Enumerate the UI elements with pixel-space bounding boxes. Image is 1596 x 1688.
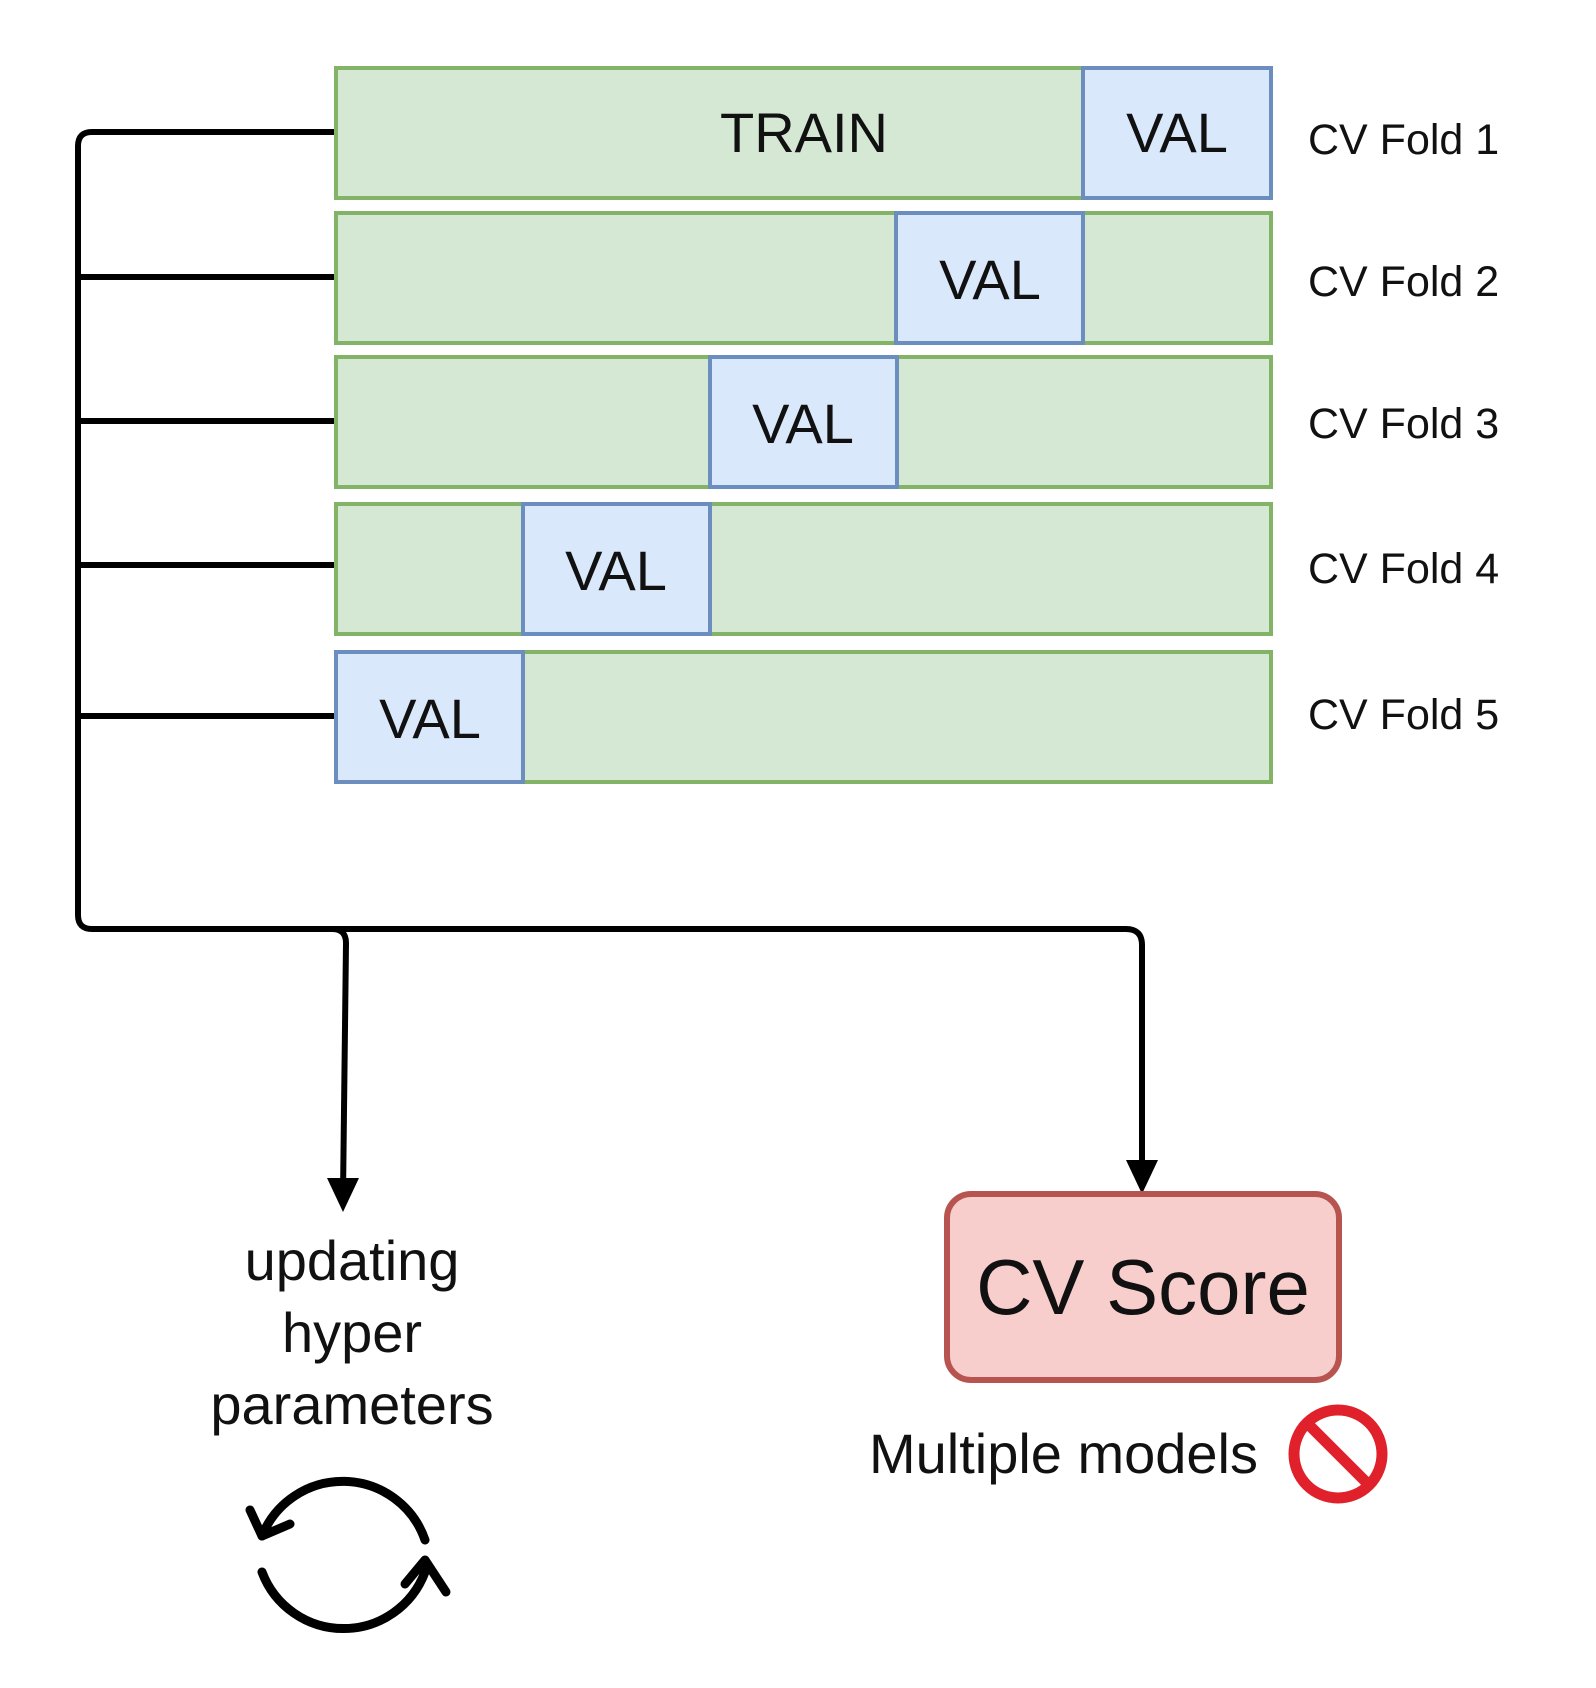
val-label: VAL: [1126, 101, 1228, 164]
val-segment: [1081, 66, 1273, 200]
train-segment: [334, 502, 1273, 636]
fold-4-bar: VAL CV Fold 4: [334, 502, 1499, 636]
hyperparams-line-3: parameters: [210, 1373, 493, 1436]
train-segment: [334, 211, 1273, 345]
score-arrowhead: [1126, 1160, 1158, 1194]
cv-score-box: [944, 1191, 1342, 1383]
val-label: VAL: [752, 392, 854, 455]
fold-label: CV Fold 5: [1308, 691, 1499, 739]
val-segment: [894, 211, 1085, 345]
val-segment: [521, 502, 712, 636]
hyperparams-line-2: hyper: [282, 1301, 422, 1364]
val-label: VAL: [939, 248, 1041, 311]
hyperparams-arrowhead: [327, 1178, 359, 1212]
val-segment: [708, 355, 899, 489]
val-label: VAL: [565, 539, 667, 602]
hyperparams-arrow: [92, 926, 350, 1196]
fold-label: CV Fold 4: [1308, 545, 1499, 593]
score-arrow: [330, 926, 1145, 1180]
fold-label: CV Fold 2: [1308, 258, 1499, 306]
fold-label: CV Fold 3: [1308, 400, 1499, 448]
multiple-models-note: Multiple models: [869, 1422, 1258, 1485]
cv-score-block: CV Score Multiple models: [869, 1191, 1388, 1504]
prohibited-icon: [1288, 1404, 1388, 1504]
train-label: TRAIN: [720, 101, 888, 164]
fold-3-bar: VAL CV Fold 3: [334, 355, 1499, 489]
fold-2-bar: VAL CV Fold 2: [334, 211, 1499, 345]
val-label: VAL: [379, 687, 481, 750]
hyperparams-block: updating hyper parameters: [210, 1229, 494, 1634]
cv-score-label: CV Score: [976, 1243, 1310, 1331]
connector-lines: [75, 129, 1145, 1196]
train-segment: [334, 66, 1085, 200]
fold-1-bar: TRAIN VAL CV Fold 1: [334, 66, 1499, 200]
fold-5-bar: VAL CV Fold 5: [334, 650, 1499, 784]
bracket-spine: [75, 129, 336, 932]
fold-label: CV Fold 1: [1308, 116, 1499, 164]
hyperparams-line-1: updating: [245, 1229, 460, 1292]
refresh-cycle-icon: [245, 1476, 451, 1634]
val-segment: [334, 650, 525, 784]
